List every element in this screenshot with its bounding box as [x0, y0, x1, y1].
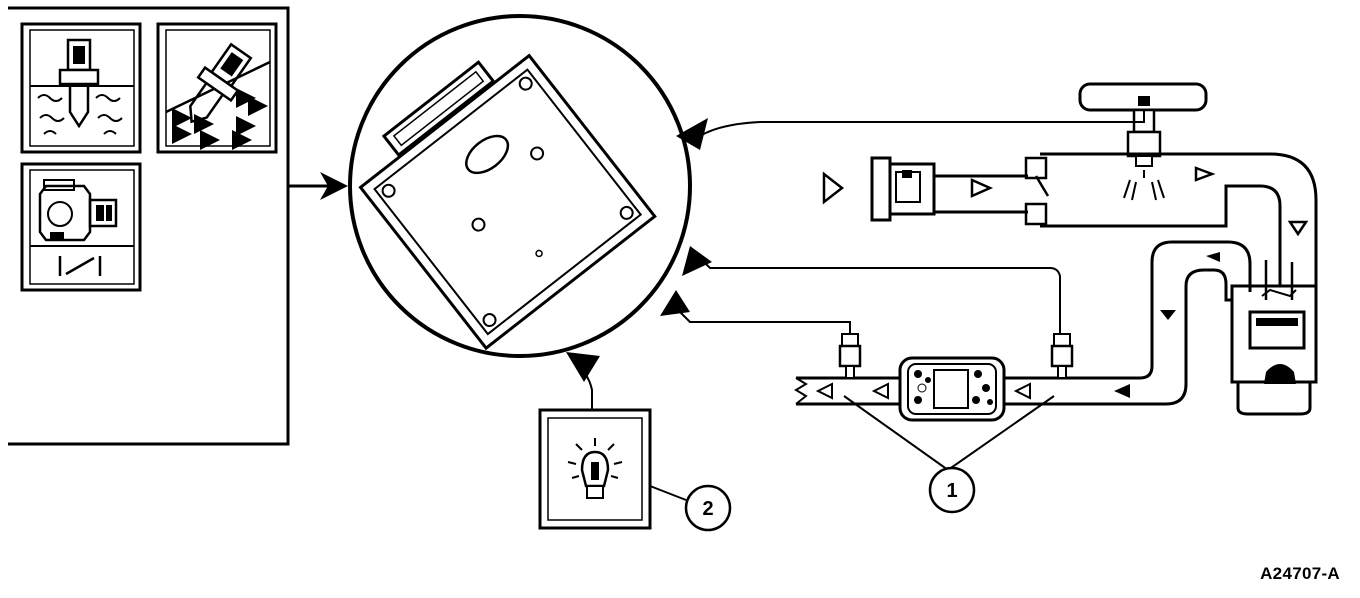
oxygen-sensor-icon [1050, 333, 1074, 379]
callout-2-label: 2 [702, 498, 713, 520]
engine-control-module-icon [348, 14, 692, 358]
exhaust-system [794, 240, 1252, 422]
callout-1-label: 1 [946, 480, 957, 502]
engine-cylinder [1230, 260, 1318, 416]
throttle-position-sensor-icon [20, 162, 142, 292]
intake-system [822, 82, 1318, 300]
arrow-into-module [660, 290, 690, 316]
callout-1: 1 [843, 395, 1055, 514]
callout-2: 2 [649, 484, 732, 532]
sensor-panel [8, 6, 290, 446]
oxygen-sensor-icon [838, 333, 862, 379]
indicator-lamp-icon [538, 408, 652, 530]
air-temp-sensor-icon [156, 22, 278, 154]
figure-id: A24707-A [1260, 564, 1340, 583]
signal-wires [583, 110, 1145, 410]
arrow-into-module [676, 118, 708, 150]
catalytic-converter-icon [898, 356, 1006, 422]
coolant-temp-sensor-icon [20, 22, 142, 154]
arrow-from-module [566, 352, 600, 382]
arrow-into-module [682, 246, 712, 276]
